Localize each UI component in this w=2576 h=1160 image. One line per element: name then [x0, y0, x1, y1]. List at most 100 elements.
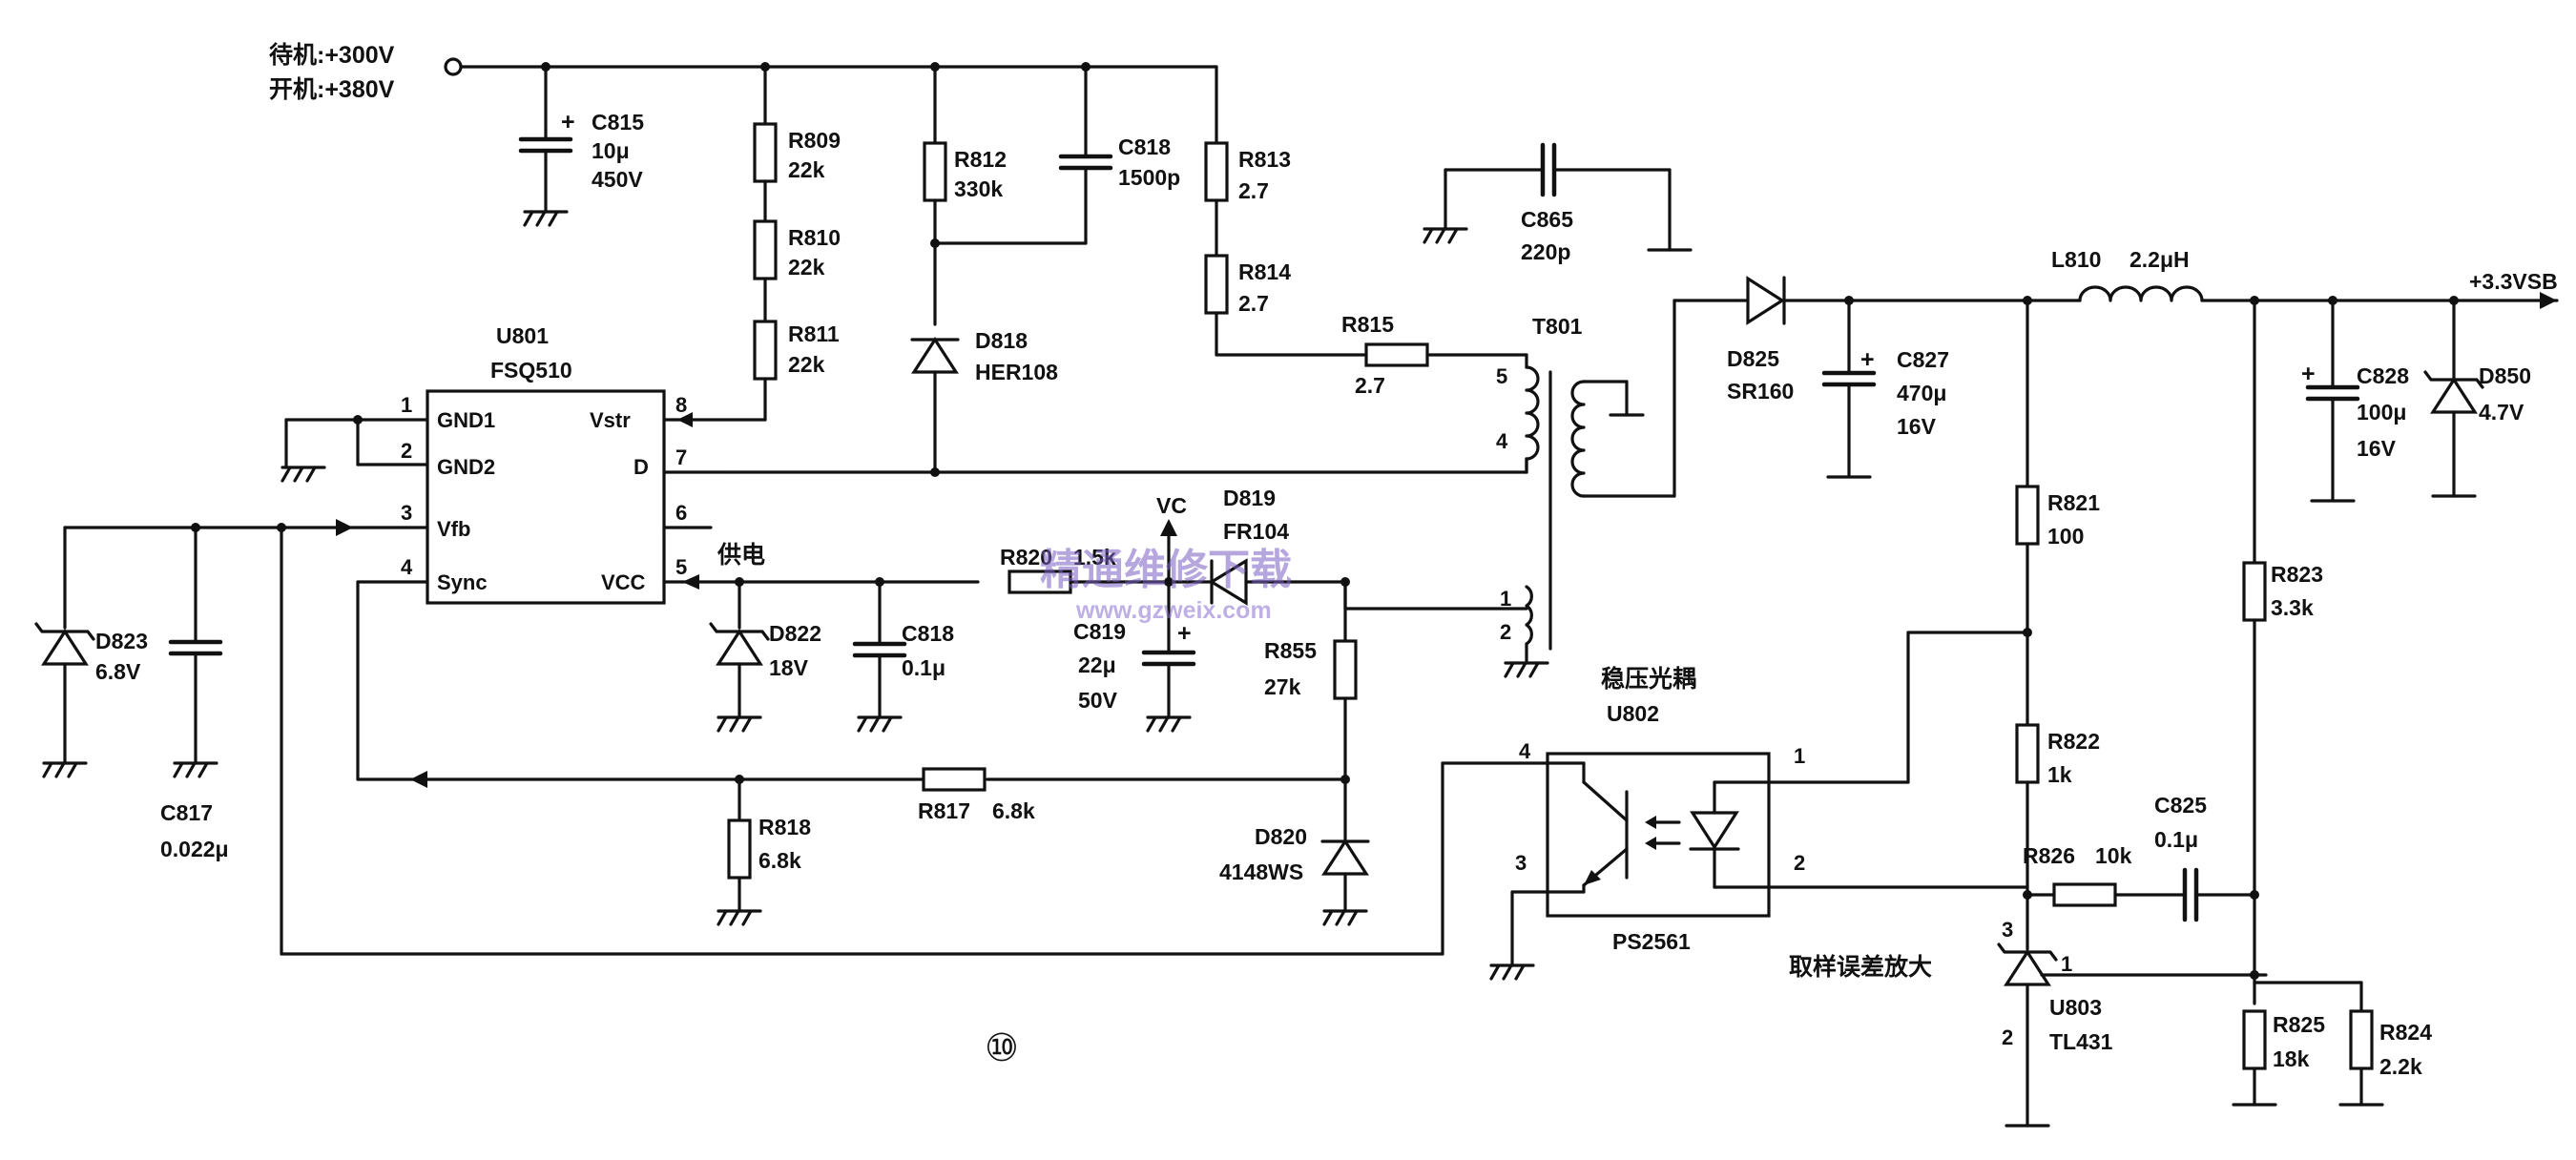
supply-standby-label: 待机:+300V: [269, 42, 395, 69]
d820-ref: D820: [1255, 824, 1307, 849]
c819-ref: C819: [1073, 619, 1126, 644]
capacitor-c865: [1423, 145, 1693, 252]
u803-pin3: 3: [2002, 918, 2013, 942]
sync-line: [356, 580, 1350, 788]
d825-value: SR160: [1727, 379, 1794, 404]
c825-value: 0.1μ: [2154, 827, 2198, 852]
c818a-value: 1500p: [1118, 165, 1180, 190]
u801-pin2-name: GND2: [437, 455, 495, 479]
transformer-t801: [1504, 299, 1738, 678]
r820-value: 1.5k: [1073, 545, 1116, 570]
r825-value: 18k: [2273, 1046, 2310, 1071]
vcc-network: +: [680, 519, 1528, 926]
u801-pin4-num: 4: [401, 555, 413, 579]
u803-ref: U803: [2049, 995, 2102, 1020]
error-amp-label: 取样误差放大: [1789, 953, 1932, 981]
zener-d850: [2423, 299, 2484, 498]
u801-pin7-num: 7: [675, 445, 687, 469]
r810-ref: R810: [788, 225, 841, 250]
d822-ref: D822: [769, 621, 821, 646]
u803-value: TL431: [2049, 1029, 2113, 1054]
c817-ref: C817: [160, 800, 213, 825]
r817-value: 6.8k: [992, 798, 1035, 823]
watermark-url: www.gzweix.com: [1075, 597, 1272, 624]
resistor-chain-r809-r811: [675, 65, 778, 427]
t801-pin5: 5: [1496, 364, 1507, 388]
r814-value: 2.7: [1238, 291, 1269, 316]
c828-voltage: 16V: [2357, 436, 2397, 461]
t801-ref: T801: [1532, 314, 1583, 339]
r811-ref: R811: [788, 321, 840, 346]
c818b-value: 0.1μ: [902, 655, 945, 680]
u801-pin1-num: 1: [401, 393, 412, 417]
r814-ref: R814: [1238, 259, 1291, 284]
r821-value: 100: [2047, 524, 2084, 549]
r821-ref: R821: [2047, 490, 2100, 515]
c815-voltage: 450V: [592, 167, 643, 192]
u801-pin5-num: 5: [675, 555, 687, 579]
svg-text:+: +: [1860, 346, 1875, 373]
r813-ref: R813: [1238, 147, 1291, 172]
u802-pin4: 4: [1519, 739, 1531, 763]
c819-value: 22μ: [1078, 652, 1116, 677]
u802-ref: U802: [1607, 701, 1659, 726]
vc-label: VC: [1156, 493, 1187, 518]
r818-value: 6.8k: [758, 848, 801, 873]
u801-pin3-num: 3: [401, 501, 412, 525]
c827-ref: C827: [1897, 347, 1949, 372]
r810-value: 22k: [788, 255, 825, 280]
r815-value: 2.7: [1355, 373, 1385, 398]
ic-u801: [356, 389, 735, 605]
hv-input-rail: [444, 57, 1218, 76]
d850-value: 4.7V: [2479, 400, 2524, 425]
r811-value: 22k: [788, 352, 825, 377]
c819-voltage: 50V: [1078, 688, 1118, 713]
r855-ref: R855: [1264, 638, 1317, 663]
vfb-network: [34, 519, 374, 778]
t801-pin2: 2: [1500, 620, 1511, 644]
output-label: +3.3VSB: [2469, 269, 2558, 294]
u801-pin4-name: Sync: [437, 570, 488, 594]
c818a-ref: C818: [1118, 135, 1171, 159]
r812-value: 330k: [954, 176, 1003, 201]
r813-value: 2.7: [1238, 178, 1269, 203]
r823-ref: R823: [2271, 562, 2323, 587]
figure-number: ⑩: [985, 1026, 1019, 1070]
d818-ref: D818: [975, 328, 1028, 353]
u801-pin3-name: Vfb: [437, 517, 470, 541]
u802-pin1: 1: [1794, 744, 1805, 768]
t801-pin4: 4: [1496, 429, 1508, 453]
drain-line: [731, 457, 1528, 474]
r823-value: 3.3k: [2271, 595, 2314, 620]
r855-value: 27k: [1264, 674, 1301, 699]
d820-value: 4148WS: [1219, 860, 1303, 884]
c815-value: 10μ: [592, 138, 630, 163]
t801-pin1: 1: [1500, 587, 1511, 611]
l810-ref: L810: [2051, 247, 2101, 272]
r817-ref: R817: [918, 798, 970, 823]
u801-pin7-name: D: [634, 455, 649, 479]
d823-ref: D823: [95, 629, 148, 653]
svg-text:+: +: [1177, 620, 1192, 647]
r826-ref: R826: [2023, 843, 2075, 868]
c818b-ref: C818: [902, 621, 954, 646]
u802-value: PS2561: [1612, 929, 1691, 954]
u802-pin2: 2: [1794, 851, 1805, 875]
r812-ref: R812: [954, 147, 1007, 172]
d823-value: 6.8V: [95, 659, 141, 684]
c825-ref: C825: [2154, 793, 2207, 818]
c827-voltage: 16V: [1897, 414, 1937, 439]
c815-ref: C815: [592, 110, 644, 135]
d818-value: HER108: [975, 360, 1058, 384]
u803-pin2: 2: [2002, 1025, 2013, 1049]
r822-ref: R822: [2047, 729, 2100, 754]
opto-wiring: [280, 526, 2029, 981]
power-supply-label: 供电: [717, 542, 765, 569]
feedback-divider-r821-r822: [1997, 299, 2268, 1128]
capacitor-c827: +: [1824, 299, 1875, 479]
c828-value: 100μ: [2357, 400, 2406, 425]
r809-value: 22k: [788, 157, 825, 182]
u801-ref: U801: [496, 323, 549, 348]
c865-value: 220p: [1521, 239, 1570, 264]
opto-title: 稳压光耦: [1601, 665, 1696, 693]
